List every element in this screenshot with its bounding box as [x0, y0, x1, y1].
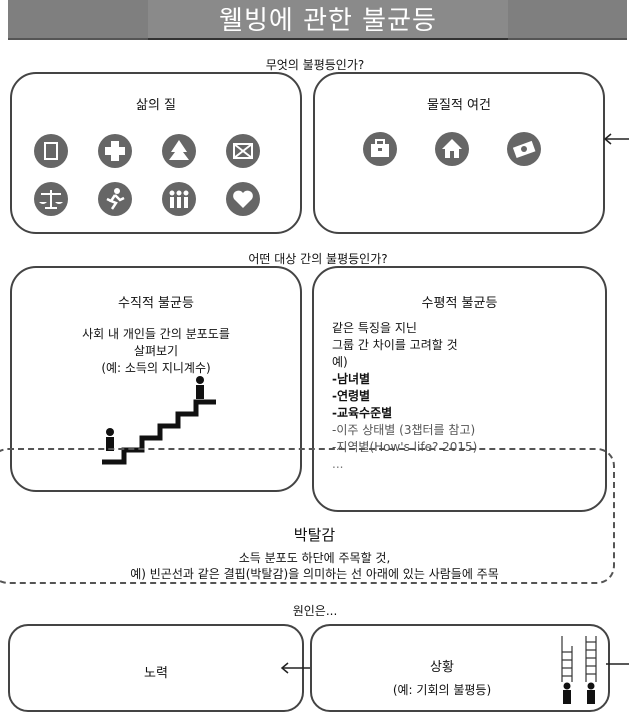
deprivation-line-2: 예) 빈곤선과 같은 결핍(박탈감)을 의미하는 선 아래에 있는 사람들에 주…: [130, 567, 499, 581]
effort-box: 노력: [8, 624, 304, 712]
horizontal-line-9: ...: [332, 457, 344, 471]
horizontal-line-6: -교육수준별: [332, 406, 393, 420]
envelope-icon: [226, 134, 260, 168]
horizontal-inequality-title: 수평적 불균등: [421, 296, 498, 311]
deprivation-line-1: 소득 분포도 하단에 주목할 것,: [238, 551, 391, 565]
scales-icon: [34, 182, 68, 216]
horizontal-line-7: -이주 상태별 (3챕터를 참고): [332, 423, 476, 437]
people-icon: [162, 182, 196, 216]
page-title: 웰빙에 관한 불균등: [148, 0, 508, 40]
runner-icon: [98, 182, 132, 216]
money-icon: [507, 132, 541, 166]
effort-label: 노력: [144, 666, 168, 681]
title-bar: 웰빙에 관한 불균등: [8, 0, 627, 40]
horizontal-line-5: -연령별: [332, 389, 371, 403]
horizontal-line-8: -지역별(How's life? 2015): [332, 440, 478, 454]
vertical-line-1: 사회 내 개인들 간의 분포도를: [82, 327, 230, 341]
deprivation-title: 박탈감: [293, 526, 336, 544]
horizontal-inequality-desc: 같은 특징을 지닌 그룹 간 차이를 고려할 것 예) -남녀별 -연령별 -교…: [332, 320, 477, 473]
material-conditions-title: 물질적 여건: [427, 98, 491, 113]
vertical-inequality-box: 수직적 불균등 사회 내 개인들 간의 분포도를 살펴보기 (예: 소득의 지니…: [10, 266, 302, 492]
arrow-left-icon: [603, 133, 629, 145]
question-between-whom: 어떤 대상 간의 불평등인가?: [248, 252, 388, 266]
health-cross-icon: [98, 134, 132, 168]
horizontal-inequality-box: 수평적 불균등 같은 특징을 지닌 그룹 간 차이를 고려할 것 예) -남녀별…: [312, 266, 607, 512]
horizontal-line-2: 그룹 간 차이를 고려할 것: [332, 338, 458, 352]
circumstance-label: 상황: [430, 660, 454, 675]
tree-icon: [162, 134, 196, 168]
book-icon: [34, 134, 68, 168]
vertical-inequality-title: 수직적 불균등: [118, 296, 194, 311]
ladders-illustration: [561, 636, 597, 704]
heart-icon: [226, 182, 260, 216]
vertical-line-3: (예: 소득의 지니계수): [101, 361, 211, 375]
question-what: 무엇의 불평등인가?: [265, 58, 365, 72]
material-conditions-box: 물질적 여건: [313, 72, 605, 234]
briefcase-icon: [363, 132, 397, 166]
deprivation-region: [0, 448, 615, 584]
horizontal-line-1: 같은 특징을 지닌: [332, 321, 417, 335]
quality-of-life-box: 삶의 질: [10, 72, 302, 234]
circumstance-note: (예: 기회의 불평등): [392, 683, 492, 697]
horizontal-line-3: 예): [332, 355, 348, 369]
quality-of-life-title: 삶의 질: [135, 98, 176, 113]
question-cause: 원인은...: [292, 604, 338, 618]
staircase-illustration: [102, 376, 216, 465]
vertical-inequality-desc: 사회 내 개인들 간의 분포도를 살펴보기 (예: 소득의 지니계수): [12, 326, 300, 377]
house-icon: [435, 132, 469, 166]
circumstance-box: 상황 (예: 기회의 불평등): [310, 624, 610, 712]
vertical-line-2: 살펴보기: [133, 344, 179, 358]
horizontal-line-4: -남녀별: [332, 372, 371, 386]
connector-line: [606, 663, 629, 665]
